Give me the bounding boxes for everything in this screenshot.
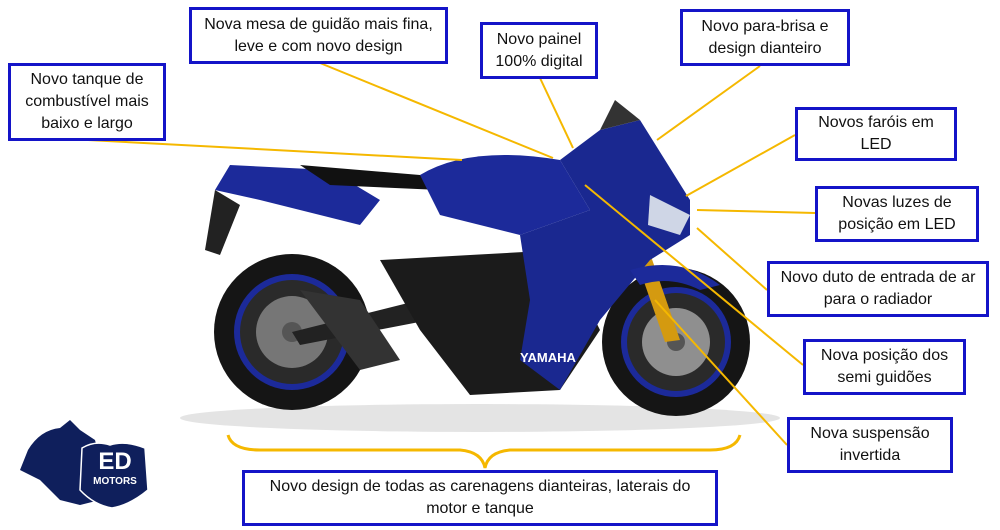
callout-handlebar-clamp: Nova mesa de guidão mais fina, leve e co… — [189, 7, 448, 64]
callout-position-lights: Novas luzes de posição em LED — [815, 186, 979, 242]
callout-windshield: Novo para-brisa e design dianteiro — [680, 9, 850, 66]
callout-air-duct: Novo duto de entrada de ar para o radiad… — [767, 261, 989, 317]
callout-fairings: Novo design de todas as carenagens diant… — [242, 470, 718, 526]
callout-suspension: Nova suspensão invertida — [787, 417, 953, 473]
leader-lines — [87, 62, 816, 469]
callout-semi-handlebars: Nova posição dos semi guidões — [803, 339, 966, 395]
front-wheel — [602, 268, 750, 416]
logo-ed: ED — [98, 448, 132, 475]
callout-tank: Novo tanque de combustível mais baixo e … — [8, 63, 166, 141]
bike-brand-label: YAMAHA — [520, 350, 576, 365]
ed-motors-logo — [20, 420, 149, 509]
logo-motors: MOTORS — [93, 476, 137, 487]
callout-panel: Novo painel 100% digital — [480, 22, 598, 79]
callout-headlights: Novos faróis em LED — [795, 107, 957, 161]
